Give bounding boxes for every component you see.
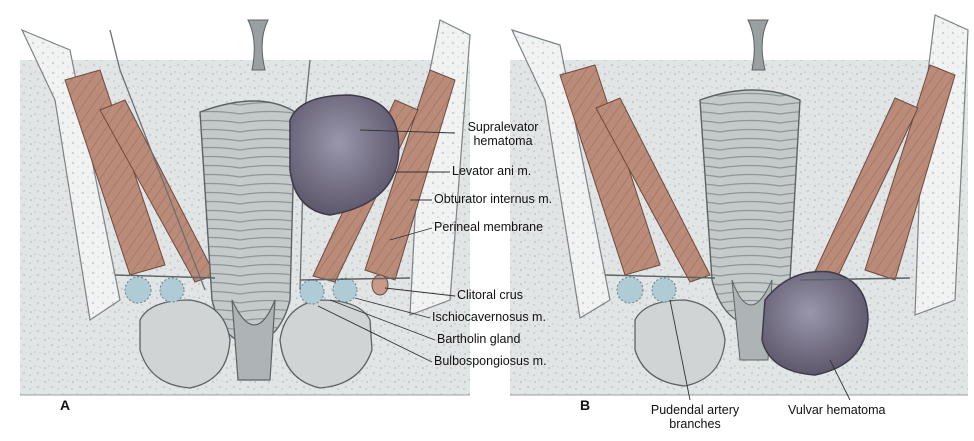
label-obturator-internus: Obturator internus m. bbox=[434, 193, 552, 207]
label-bulbospongiosus: Bulbospongiosus m. bbox=[434, 355, 547, 369]
label-perineal-membrane: Perineal membrane bbox=[434, 221, 543, 235]
label-supralevator-hematoma: Supralevator hematoma bbox=[455, 121, 551, 149]
label-ischiocavernosus: Ischiocavernosus m. bbox=[432, 311, 546, 325]
label-bartholin-gland: Bartholin gland bbox=[437, 333, 520, 347]
label-levator-ani: Levator ani m. bbox=[452, 165, 531, 179]
panel-b-letter: B bbox=[580, 397, 590, 413]
vagina bbox=[200, 101, 295, 345]
label-vulvar-hematoma: Vulvar hematoma bbox=[788, 404, 886, 418]
panel-a-drawing bbox=[20, 20, 470, 395]
panel-a-letter: A bbox=[60, 397, 70, 413]
panel-b-drawing bbox=[510, 15, 968, 400]
label-pudendal-artery-branches: Pudendal artery branches bbox=[630, 404, 760, 432]
label-clitoral-crus: Clitoral crus bbox=[457, 289, 523, 303]
